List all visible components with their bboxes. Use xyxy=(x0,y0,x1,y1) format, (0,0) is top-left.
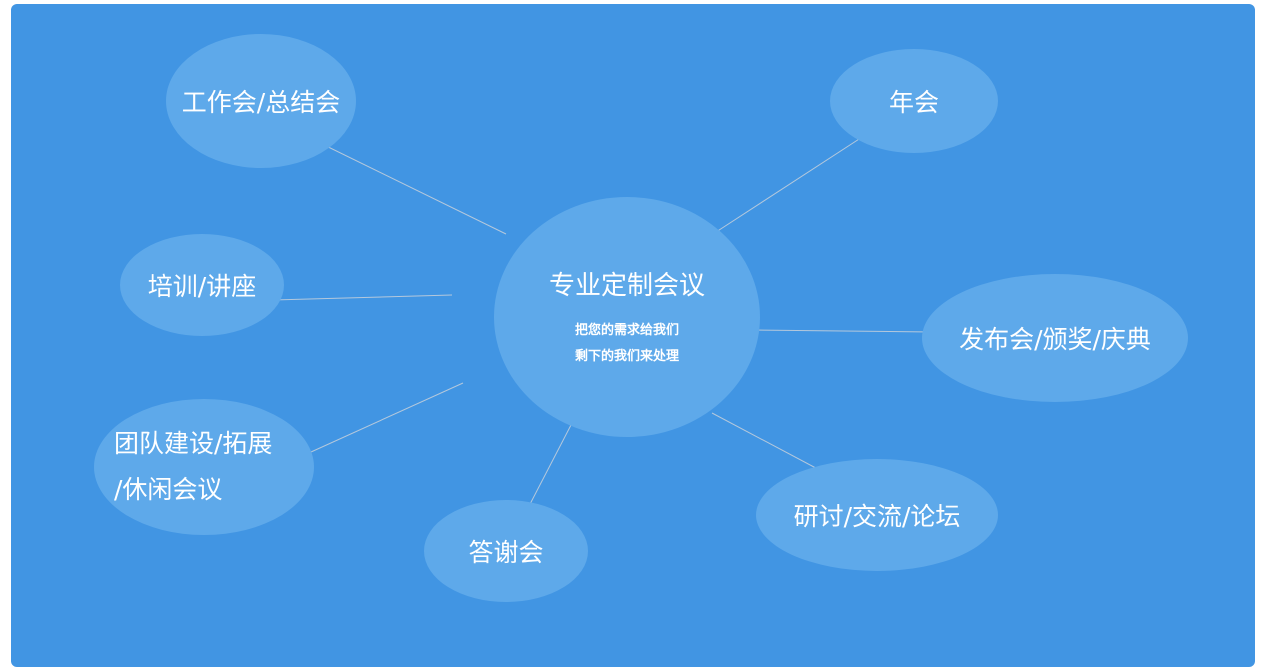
connector-release xyxy=(753,329,933,333)
center-subtitle-2: 剩下的我们来处理 xyxy=(574,348,679,364)
node-label: 发布会/颁奖/庆典 xyxy=(959,325,1151,354)
node-team: 团队建设/拓展 /休闲会议 xyxy=(94,399,314,535)
connector-seminar xyxy=(711,412,830,476)
connector-work xyxy=(315,140,507,235)
node-label: 研讨/交流/论坛 xyxy=(793,502,961,531)
node-label: 年会 xyxy=(888,88,939,117)
connector-thanks xyxy=(527,424,572,509)
node-work: 工作会/总结会 xyxy=(166,34,356,168)
node-thanks: 答谢会 xyxy=(424,500,588,602)
connector-annual xyxy=(712,129,874,235)
node-label-1: 团队建设/拓展 xyxy=(114,429,273,458)
node-annual: 年会 xyxy=(830,49,998,153)
node-release: 发布会/颁奖/庆典 xyxy=(922,274,1188,402)
node-training: 培训/讲座 xyxy=(120,234,284,336)
node-label: 培训/讲座 xyxy=(147,272,257,301)
node-label-2: /休闲会议 xyxy=(114,475,223,504)
node-seminar: 研讨/交流/论坛 xyxy=(756,459,998,571)
node-label: 工作会/总结会 xyxy=(181,88,341,117)
center-node: 专业定制会议 把您的需求给我们 剩下的我们来处理 xyxy=(494,197,760,437)
connector-team xyxy=(310,382,464,453)
center-subtitle-1: 把您的需求给我们 xyxy=(574,322,679,338)
center-title: 专业定制会议 xyxy=(548,270,705,301)
node-label: 答谢会 xyxy=(468,538,544,567)
connector-training xyxy=(272,294,453,301)
